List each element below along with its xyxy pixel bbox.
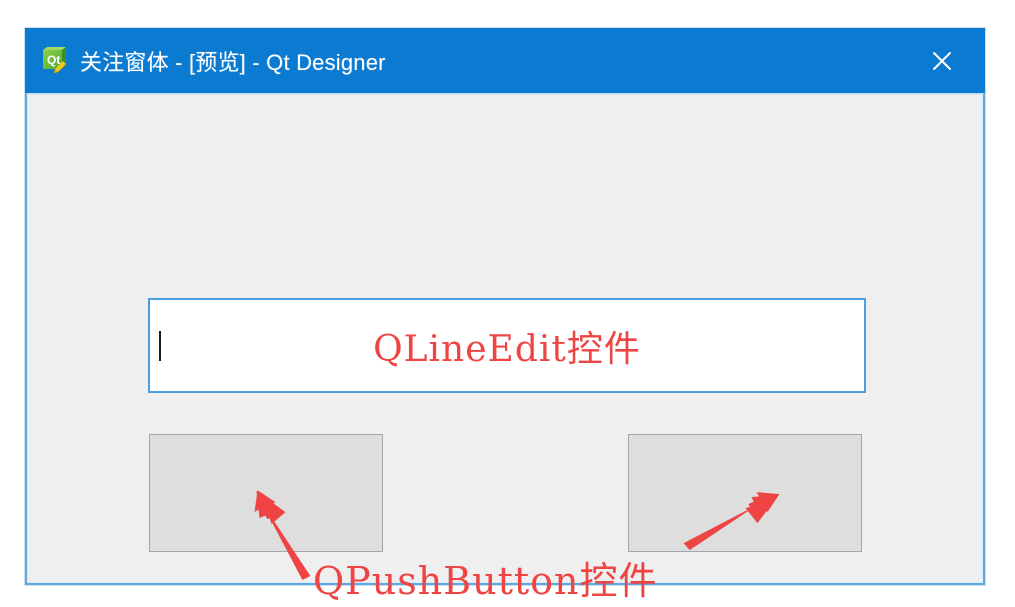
text-cursor [159,330,161,361]
window-title-bar[interactable]: Qt 关注窗体 - [预览] - Qt Designer [25,28,985,93]
push-button-left[interactable] [149,434,383,552]
qt-designer-preview-window: Qt 关注窗体 - [预览] - Qt Designer QLineEdit控件 [25,28,985,603]
qlineedit-annotation-label: QLineEdit控件 [373,328,641,370]
qt-designer-icon: Qt [38,46,68,76]
close-icon [933,51,951,70]
form-client-area: QLineEdit控件 QP [25,93,985,603]
push-button-right[interactable] [628,434,862,552]
window-title-text: 关注窗体 - [预览] - Qt Designer [80,49,386,75]
qt-logo-icon: Qt [43,46,66,73]
close-button[interactable] [899,28,985,93]
qlineedit-input[interactable]: QLineEdit控件 [148,298,866,393]
qpushbutton-annotation-label: QPushButton控件 [313,559,658,603]
form-canvas: QLineEdit控件 QP [27,94,983,603]
svg-text:Qt: Qt [47,53,60,67]
